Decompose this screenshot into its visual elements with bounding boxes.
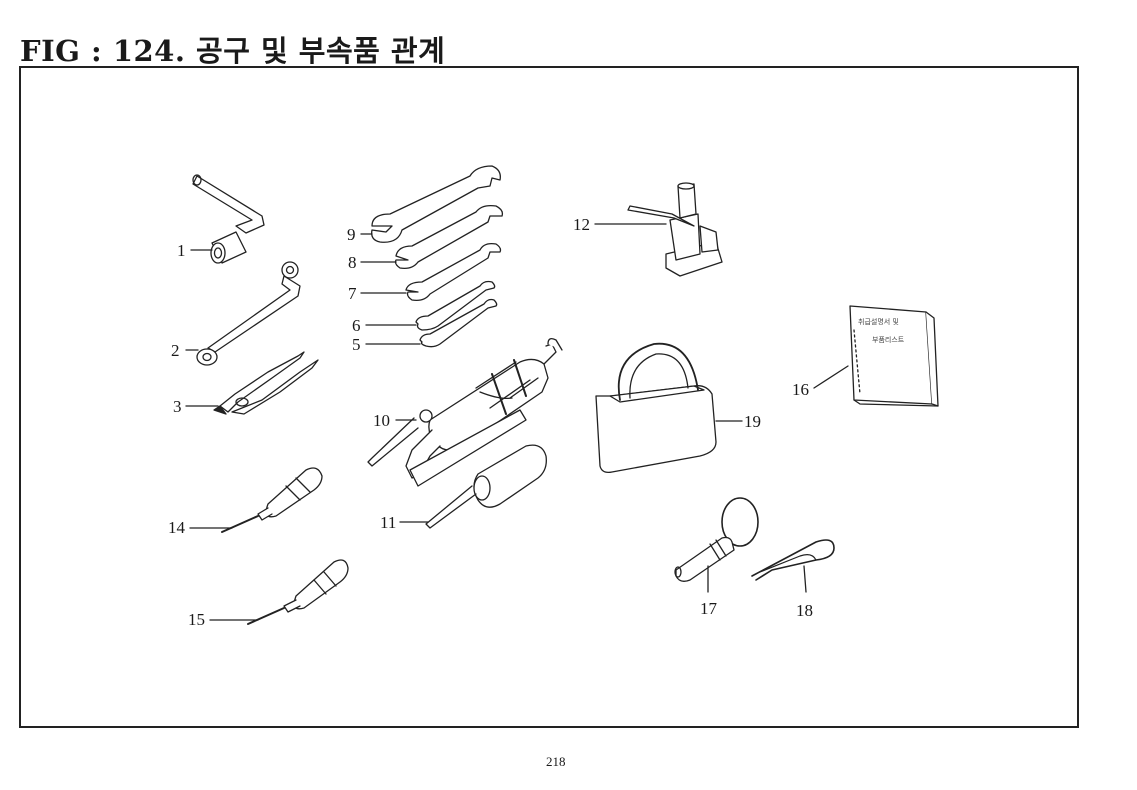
booklet-title-text: 취급설명서 및	[858, 317, 899, 326]
offset-spanner-illustration	[185, 261, 301, 366]
callout-11: 11	[380, 513, 397, 532]
callout-1: 1	[177, 241, 186, 260]
callout-7: 7	[348, 284, 357, 303]
callout-18: 18	[796, 601, 813, 620]
callout-3: 3	[173, 397, 182, 416]
page-number: 218	[546, 754, 566, 769]
spanner-set-illustration	[360, 165, 504, 348]
oil-can-illustration	[399, 444, 547, 529]
callout-17: 17	[700, 599, 717, 618]
callout-8: 8	[348, 253, 357, 272]
screwdriver-15-illustration	[209, 559, 349, 625]
callout-12: 12	[573, 215, 590, 234]
diagram-frame	[19, 66, 1079, 728]
r-clip-illustration	[751, 539, 835, 593]
callout-14: 14	[168, 518, 185, 537]
figure-title: FIG : 124. 공구 및 부속품 관계	[20, 34, 446, 68]
box-wrench-illustration	[190, 174, 265, 264]
instruction-booklet-illustration: 취급설명서 및 부품리스트	[813, 305, 939, 407]
screwdriver-14-illustration	[189, 467, 323, 533]
callout-2: 2	[171, 341, 180, 360]
hydraulic-jack-illustration	[594, 182, 723, 277]
ring-pin-illustration	[674, 497, 759, 593]
callout-6: 6	[352, 316, 361, 335]
callout-10: 10	[373, 411, 390, 430]
callout-16: 16	[792, 380, 809, 399]
booklet-subtitle-text: 부품리스트	[872, 335, 905, 344]
callout-5: 5	[352, 335, 361, 354]
tool-bag-illustration	[595, 342, 743, 474]
pliers-illustration	[185, 351, 319, 415]
callout-15: 15	[188, 610, 205, 629]
callout-19: 19	[744, 412, 761, 431]
callout-9: 9	[347, 225, 356, 244]
grease-gun-illustration	[367, 338, 563, 487]
